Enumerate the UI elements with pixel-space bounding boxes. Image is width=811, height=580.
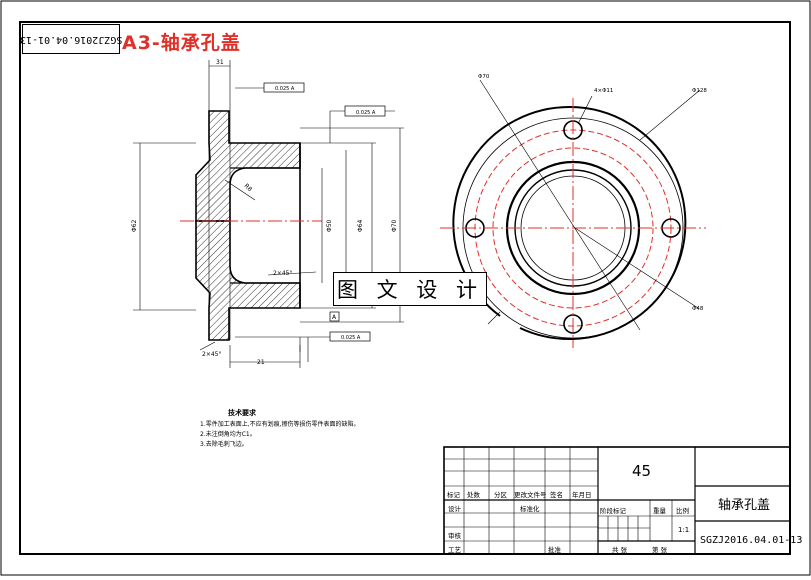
dim-right-4: Φ48 <box>692 306 704 312</box>
tb-drawing-number: SGZJ2016.04.01-13 <box>700 535 803 546</box>
front-view: Φ70 4×Φ11 Φ128 Φ48 <box>440 74 707 348</box>
title-block <box>443 446 791 555</box>
tb-label-mark: 标记 <box>447 491 460 499</box>
dim-left-6: Φ50 <box>326 219 333 232</box>
tb-label-stage-mark: 阶段标记 <box>600 507 626 515</box>
tb-part-name: 轴承孔盖 <box>718 498 771 513</box>
tb-label-change-doc: 更改文件号 <box>514 491 547 499</box>
hatched-section-upper <box>195 110 301 222</box>
dim-left-4: 21 <box>257 359 265 366</box>
dim-left-5: Φ62 <box>131 219 138 232</box>
drawing-title: A3-轴承孔盖 <box>122 32 241 54</box>
note-line-2: 2.未注倒角均为C1。 <box>200 431 256 438</box>
tb-scale-value: 1:1 <box>678 526 690 534</box>
tb-label-review: 审核 <box>448 532 461 540</box>
outer-flange-circle <box>452 106 687 341</box>
technical-notes: 技术要求 1.零件加工表面上,不应有划痕,擦伤等损伤零件表面的缺陷。 2.未注倒… <box>200 408 360 450</box>
tb-label-process: 工艺 <box>448 546 461 554</box>
dim-left-1: 31 <box>216 59 224 66</box>
drawing-code-flipped: SGZJ2016.04.01-13 <box>19 33 123 45</box>
tb-label-scale: 比例 <box>676 507 689 515</box>
tb-label-signature: 签名 <box>550 491 563 499</box>
tb-label-date: 年月日 <box>572 491 592 499</box>
inner-frame <box>19 21 791 555</box>
dim-left-11: R8 <box>243 182 254 193</box>
tb-label-weight: 重量 <box>653 507 666 515</box>
dim-left-10: 2×45° <box>202 351 221 358</box>
tb-label-standardize: 标准化 <box>520 505 540 513</box>
tb-label-approve: 批准 <box>548 546 561 554</box>
section-view: 31 21 2×45° 2×45° R8 Φ62 Φ50 Φ64 Φ70 0.0… <box>131 59 404 368</box>
note-line-3: 3.去除毛刺飞边。 <box>200 441 248 448</box>
drawing-code-box: SGZJ2016.04.01-13 <box>19 24 123 54</box>
tolerance-3: 0.025 A <box>341 335 361 341</box>
datum-label: A <box>332 314 337 321</box>
tb-label-sheets-total: 共 张 <box>612 546 628 554</box>
dim-left-7: Φ64 <box>357 219 364 232</box>
watermark: 图 文 设 计 <box>333 272 487 306</box>
tb-material: 45 <box>632 462 652 480</box>
dim-right-2: 4×Φ11 <box>594 88 613 94</box>
dim-left-8: Φ70 <box>391 219 398 232</box>
notes-heading: 技术要求 <box>228 409 256 417</box>
dim-right-1: Φ70 <box>478 74 490 80</box>
tb-label-count: 处数 <box>467 491 480 499</box>
tb-label-sheet-no: 第 张 <box>652 546 668 554</box>
tb-label-zone: 分区 <box>494 491 507 499</box>
tolerance-2: 0.025 A <box>356 110 376 116</box>
hatched-section-lower <box>195 220 301 341</box>
dim-left-3: 2×45° <box>273 270 292 277</box>
dim-right-3: Φ128 <box>692 88 707 94</box>
note-line-1: 1.零件加工表面上,不应有划痕,擦伤等损伤零件表面的缺陷。 <box>200 421 360 428</box>
tb-label-designer: 设计 <box>448 505 461 513</box>
tolerance-1: 0.025 A <box>275 86 295 92</box>
